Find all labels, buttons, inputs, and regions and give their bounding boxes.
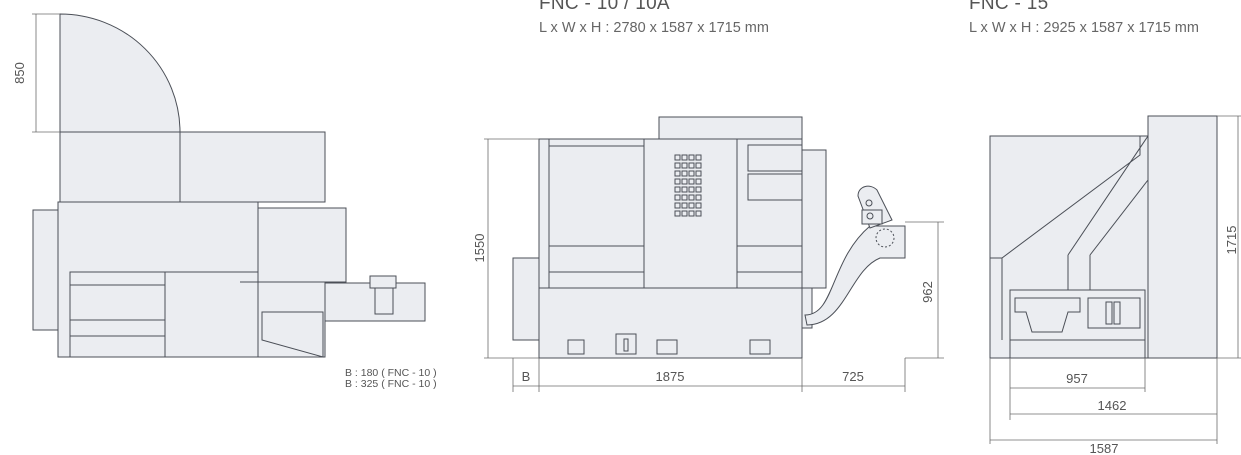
dim-1462: 1462: [1098, 398, 1127, 413]
dim-957: 957: [1066, 371, 1088, 386]
top-view-inner-right: [164, 271, 259, 358]
base-foot-1: [567, 339, 585, 355]
front-view-left-tank: [512, 257, 540, 341]
top-view: 850: [12, 13, 426, 358]
front-view-left-guard: [538, 138, 550, 289]
dim-1550: 1550: [472, 234, 487, 263]
dim-725: 725: [842, 369, 864, 384]
top-view-inner-left: [69, 271, 166, 358]
top-view-left-panel: [32, 209, 59, 331]
dim-1587: 1587: [1090, 441, 1119, 455]
model-title-fnc15: FNC - 15: [969, 0, 1049, 14]
front-view-upper-window: [747, 144, 803, 172]
base-foot-3: [656, 339, 678, 355]
b-note-1: B : 180 ( FNC - 10 ): [345, 367, 437, 379]
top-view-conveyor-box: [374, 287, 394, 315]
b-note-2: B : 325 ( FNC - 10 ): [345, 378, 437, 390]
dim-962: 962: [920, 281, 935, 303]
model-spec-fnc10: L x W x H : 2780 x 1587 x 1715 mm: [539, 20, 769, 36]
dim-b: B: [522, 369, 531, 384]
top-view-right-block: [257, 207, 347, 283]
front-view: 1550 962 B 1875 725: [472, 116, 944, 392]
front-view-side-cover: [801, 149, 827, 289]
side-view-panel: [989, 135, 1141, 259]
keypad-grid: [674, 154, 702, 217]
model-spec-fnc15: L x W x H : 2925 x 1587 x 1715 mm: [969, 20, 1199, 36]
front-view-base-right: [801, 287, 813, 329]
door-swing-arc: [59, 13, 181, 133]
top-view-conveyor-motor: [369, 275, 397, 289]
base-foot-4: [749, 339, 771, 355]
side-view-tall-cabinet: [1147, 115, 1218, 359]
front-view-top-housing: [658, 116, 803, 140]
side-view: 1715 957 1462 1587: [989, 115, 1241, 455]
top-view-upper-body: [59, 131, 326, 203]
chip-conveyor: [804, 225, 906, 326]
top-view-chute: [261, 311, 324, 358]
front-view-door: [548, 145, 645, 289]
model-title-fnc10: FNC - 10 / 10A: [539, 0, 670, 14]
base-foot-2: [615, 333, 637, 355]
side-view-chuck: [1014, 297, 1081, 333]
dim-850: 850: [12, 62, 27, 84]
front-view-lower-window: [747, 173, 803, 201]
dim-1715: 1715: [1224, 226, 1239, 255]
dim-1875: 1875: [656, 369, 685, 384]
